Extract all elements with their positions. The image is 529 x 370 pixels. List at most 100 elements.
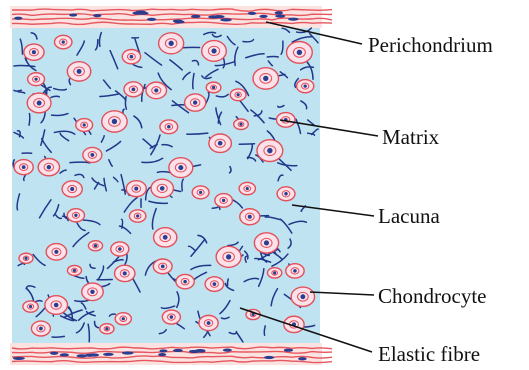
chondrocyte-nucleus	[267, 148, 272, 153]
perichondrium-nucleus	[259, 15, 267, 18]
lacuna-with-chondrocyte	[38, 158, 59, 175]
lacuna-with-chondrocyte	[88, 241, 102, 251]
chondrocyte-nucleus	[226, 254, 231, 259]
chondrocyte-nucleus	[22, 165, 26, 169]
perichondrium-nucleus	[220, 18, 232, 21]
chondrocyte-nucleus	[193, 100, 197, 104]
perichondrium-nucleus	[13, 357, 25, 360]
chondrocyte-nucleus	[222, 199, 225, 202]
lacuna-with-chondrocyte	[286, 264, 304, 278]
lacuna-with-chondrocyte	[267, 268, 281, 278]
lacuna-with-chondrocyte	[205, 277, 224, 292]
perichondrium-nucleus	[89, 353, 99, 356]
chondrocyte-nucleus	[136, 214, 139, 217]
lacuna-with-chondrocyte	[254, 233, 278, 253]
lacuna-with-chondrocyte	[28, 73, 45, 86]
chondrocyte-nucleus	[47, 165, 51, 169]
lacuna-with-chondrocyte	[100, 324, 114, 334]
lacuna-with-chondrocyte	[230, 89, 246, 101]
perichondrium-nucleus	[275, 11, 283, 14]
lacuna-with-chondrocyte	[122, 50, 140, 64]
chondrocyte-nucleus	[29, 305, 32, 308]
chondrocyte-nucleus	[134, 187, 138, 191]
lacuna-with-chondrocyte	[46, 244, 66, 260]
chondrocyte-nucleus	[161, 265, 165, 269]
perichondrium-nucleus	[189, 350, 200, 353]
perichondrium-nucleus	[173, 349, 183, 352]
lacuna-with-chondrocyte	[240, 209, 260, 225]
perichondrium-nucleus	[223, 349, 232, 352]
lacuna-with-chondrocyte	[14, 160, 33, 175]
lacuna-with-chondrocyte	[234, 119, 249, 130]
lacuna-with-chondrocyte	[111, 242, 129, 256]
chondrocyte-nucleus	[77, 69, 82, 74]
chondrocyte-nucleus	[167, 125, 170, 128]
chondrocyte-nucleus	[300, 294, 305, 299]
chondrocyte-nucleus	[70, 187, 74, 191]
lacuna-with-chondrocyte	[126, 181, 146, 197]
elastic-fibre	[29, 114, 30, 126]
lacuna-with-chondrocyte	[162, 310, 180, 324]
chondrocyte-nucleus	[123, 271, 127, 275]
chondrocyte-nucleus	[24, 257, 27, 260]
lacuna-with-chondrocyte	[45, 296, 68, 315]
chondrocyte-nucleus	[54, 250, 58, 254]
lacuna-with-chondrocyte	[23, 301, 38, 312]
lacuna-with-chondrocyte	[83, 147, 102, 162]
elastic-fibre	[264, 326, 265, 335]
lacuna-with-chondrocyte	[67, 265, 81, 275]
chondrocyte-nucleus	[34, 78, 37, 81]
lacuna-with-chondrocyte	[67, 209, 84, 222]
lacuna-with-chondrocyte	[209, 134, 231, 152]
chondrocyte-nucleus	[54, 303, 59, 308]
lacuna-with-chondrocyte	[257, 140, 283, 162]
lacuna-with-chondrocyte	[297, 80, 314, 93]
label-elastic-fibre: Elastic fibre	[378, 344, 480, 365]
lacuna-with-chondrocyte	[76, 119, 93, 132]
perichondrium-nucleus	[159, 349, 167, 352]
lacuna-with-chondrocyte	[239, 182, 255, 194]
perichondrium-nucleus	[248, 12, 257, 15]
chondrocyte-nucleus	[213, 282, 217, 286]
chondrocyte-nucleus	[39, 327, 43, 331]
elastic-fibre	[228, 279, 229, 285]
chondrocyte-nucleus	[169, 41, 174, 46]
lacuna-with-chondrocyte	[154, 228, 177, 247]
chondrocyte-nucleus	[246, 187, 249, 190]
chondrocyte-nucleus	[212, 86, 215, 89]
chondrocyte-nucleus	[207, 321, 211, 325]
lacuna-with-chondrocyte	[62, 181, 82, 197]
lacuna-with-chondrocyte	[67, 62, 90, 81]
lacuna-with-chondrocyte	[176, 274, 194, 288]
perichondrium-nucleus	[191, 15, 201, 18]
lacuna-with-chondrocyte	[55, 35, 72, 48]
chondrocyte-nucleus	[284, 192, 287, 195]
chondrocyte-nucleus	[90, 290, 94, 294]
lacuna-with-chondrocyte	[159, 33, 184, 54]
lacuna-with-chondrocyte	[276, 113, 295, 128]
lacuna-with-chondrocyte	[215, 194, 233, 208]
chondrocyte-nucleus	[293, 269, 297, 273]
chondrocyte-nucleus	[118, 247, 122, 251]
lacuna-with-chondrocyte	[19, 253, 33, 263]
lacuna-with-chondrocyte	[202, 41, 227, 62]
lacuna-with-chondrocyte	[169, 158, 193, 178]
chondrocyte-nucleus	[90, 153, 94, 157]
chondrocyte-nucleus	[297, 50, 302, 55]
chondrocyte-nucleus	[37, 101, 42, 106]
chondrocyte-nucleus	[199, 191, 202, 194]
perichondrium-nucleus	[93, 14, 101, 17]
chondrocyte-nucleus	[83, 123, 86, 126]
label-lacuna: Lacuna	[378, 206, 440, 227]
perichondrium-nucleus	[122, 351, 134, 354]
lacuna-with-chondrocyte	[146, 82, 167, 99]
chondrocyte-nucleus	[273, 271, 276, 274]
chondrocyte-nucleus	[178, 165, 183, 170]
chondrocyte-nucleus	[263, 76, 268, 81]
lacuna-with-chondrocyte	[24, 44, 44, 60]
chondrocyte-nucleus	[170, 315, 174, 319]
perichondrium-nucleus	[213, 15, 225, 18]
perichondrium-nucleus	[264, 356, 274, 359]
lacuna-with-chondrocyte	[27, 93, 51, 113]
